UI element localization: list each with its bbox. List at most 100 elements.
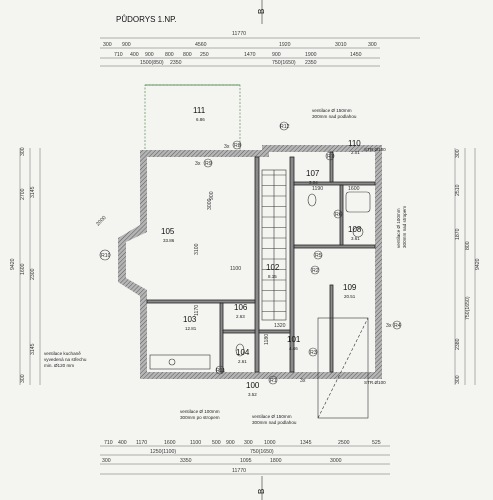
room-110-label: 110 (348, 139, 361, 148)
str-note-top: STR.Ø100 (364, 147, 386, 152)
room-101-label: 101 (287, 335, 301, 344)
bottom-dim-r3-5: 3000 (330, 458, 342, 464)
top-dim-r2-7: 1470 (244, 52, 256, 58)
room-100-area: 3.52 (248, 392, 257, 397)
right-dim-6: 300 (455, 375, 461, 384)
right-dim-5: 2380 (455, 338, 461, 350)
bottom-dimensions: 710 400 1170 1600 1100 500 900 300 1000 … (100, 440, 390, 475)
room-102-label: 102 (266, 263, 280, 272)
room-109-area: 20.51 (344, 294, 356, 299)
top-dim-r2-3: 900 (145, 52, 154, 58)
right-dim-1: 300 (455, 149, 461, 158)
garage-door-swing (317, 317, 369, 419)
bottom-dim-12: 525 (372, 440, 381, 446)
inner-dim-6: 900 (209, 191, 215, 200)
top-dim-3: 4560 (195, 42, 207, 48)
drawing-title: PŮDORYS 1.NP. (116, 15, 177, 24)
top-dim-r3-2: 2350 (170, 60, 182, 66)
bottom-dim-7: 900 (226, 440, 235, 446)
bottom-dim-r3-2: 3350 (180, 458, 192, 464)
room-107-label: 107 (306, 169, 320, 178)
top-overall-dim: 11770 (232, 31, 246, 37)
exterior-walls (118, 145, 382, 379)
radiator-r11: R11 (216, 368, 225, 374)
top-dim-4: 1920 (279, 42, 291, 48)
radiator-r2: R2 (312, 268, 319, 274)
vent-note-bottom-left: ventilace Ø 100mm (180, 409, 220, 414)
right-dim-3: 1870 (455, 228, 461, 240)
top-dim-5: 3010 (335, 42, 347, 48)
bottom-dim-r3-1: 300 (102, 458, 111, 464)
bottom-dim-3: 1170 (136, 440, 147, 446)
radiator-r3: R3 (310, 350, 317, 356)
left-dim-4: 9420 (10, 258, 16, 270)
radiator-r1: R1 (270, 378, 277, 384)
section-marker-top: B (257, 9, 266, 14)
bathtub-icon (345, 191, 371, 213)
inner-dimensions: 3100 3000 1100 1170 1320 900 1190 1600 1… (95, 186, 359, 345)
top-dim-r2-2: 400 (130, 52, 139, 58)
vent-note-right: ventilace Ø 100mm (396, 208, 401, 248)
room-109-label: 109 (343, 283, 357, 292)
right-dim-7: 800 (465, 241, 471, 250)
bottom-dim-r3-3: 1095 (240, 458, 252, 464)
top-dim-6: 300 (368, 42, 377, 48)
vent-note-top: ventilace Ø 150mm (312, 108, 352, 113)
kitchen-sink-icon (168, 358, 176, 366)
section-marker-bottom: B (257, 489, 266, 494)
inner-dim-2: 3000 (207, 198, 213, 210)
room-108-label: 108 (348, 225, 362, 234)
bottom-dim-r2-2: 750(1650) (250, 449, 274, 455)
bottom-dim-10: 1345 (300, 440, 312, 446)
room-108-area: 3.61 (351, 236, 360, 241)
room-100-label: 100 (246, 381, 260, 390)
right-dimensions: 300 2510 1870 9420 2380 300 800 750(1650… (454, 148, 481, 385)
bottom-dim-5: 1100 (190, 440, 201, 446)
room-103-label: 103 (183, 315, 197, 324)
left-dim-6: 2300 (30, 268, 36, 280)
top-dim-r2-10: 1450 (350, 52, 362, 58)
inner-dim-5: 1320 (274, 323, 286, 329)
room-labels: 111 6.86 110 2.01 107 3.04 108 3.61 105 … (161, 106, 362, 397)
top-dim-r3-3: 750(1650) (272, 60, 296, 66)
radiator-count-3: 3x (386, 323, 392, 329)
room-107-area: 3.04 (309, 180, 318, 185)
bottom-dim-1: 710 (104, 440, 113, 446)
left-dim-3: 3145 (30, 186, 36, 198)
room-104-label: 104 (236, 348, 250, 357)
bottom-dim-9: 1000 (264, 440, 276, 446)
room-103-area: 12.81 (185, 326, 197, 331)
inner-dim-1: 3100 (194, 243, 200, 255)
inner-dim-4: 1170 (194, 305, 200, 316)
inner-dim-10: 2000 (95, 215, 107, 227)
interior-walls (146, 151, 376, 373)
inner-dim-8: 1600 (348, 186, 360, 192)
radiator-r6: R6 (335, 212, 342, 218)
top-dim-1: 300 (103, 42, 112, 48)
washbasin-icon (352, 226, 364, 238)
bottom-overall-dim: 11770 (232, 468, 246, 474)
vent-note-bottom-right-2: 300mm nad podlahou (252, 420, 297, 425)
room-111-area: 6.86 (196, 117, 205, 122)
room-105-area: 33.86 (163, 238, 175, 243)
room-102-area: 8.15 (268, 274, 277, 279)
vent-note-bottom-left-2: 300mm po stropem (180, 415, 220, 420)
top-dim-r2-1: 710 (114, 52, 123, 58)
inner-dim-3: 1100 (230, 266, 241, 272)
radiator-r7: R7 (327, 154, 334, 160)
radiator-r5: R5 (315, 253, 322, 259)
bottom-dim-2: 400 (118, 440, 127, 446)
vent-note-kitchen-3: min. Ø120 mm (44, 363, 74, 368)
toilet-icon-2 (235, 343, 245, 357)
right-dim-4: 9420 (475, 258, 481, 270)
bottom-dim-11: 2500 (338, 440, 350, 446)
left-dim-7: 3145 (30, 343, 36, 355)
toilet-icon (307, 193, 317, 207)
radiator-r8: R8 (234, 143, 241, 149)
room-104-area: 2.61 (238, 359, 247, 364)
vent-note-kitchen: ventilace kuchaně (44, 351, 81, 356)
bottom-dim-8: 300 (244, 440, 253, 446)
top-dim-r2-8: 900 (272, 52, 281, 58)
